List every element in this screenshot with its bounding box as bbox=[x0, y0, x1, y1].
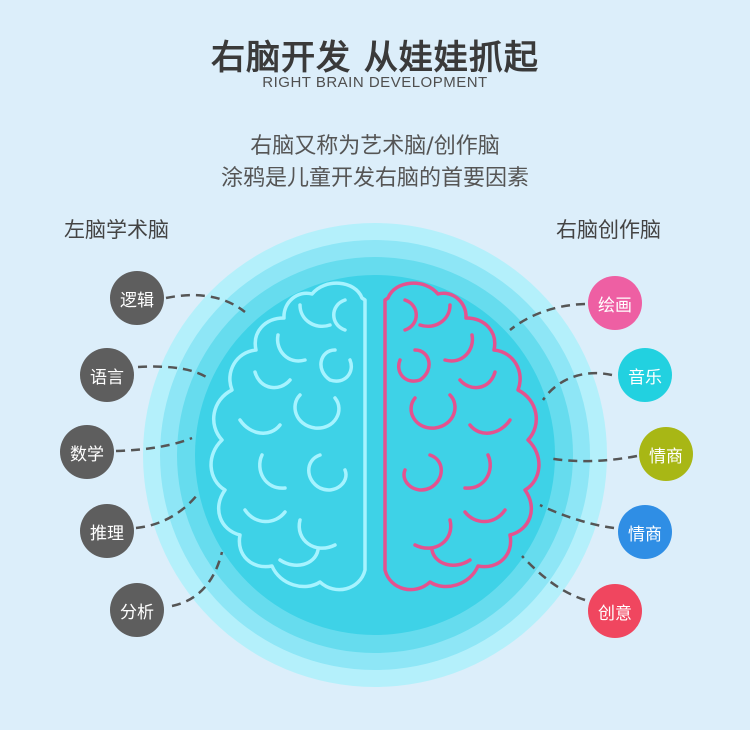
connector-logic bbox=[165, 293, 246, 313]
right-node-label: 情商 bbox=[649, 446, 683, 467]
right-node-creativity: 创意 bbox=[588, 584, 642, 638]
connector-language bbox=[137, 365, 209, 380]
right-node-label: 绘画 bbox=[598, 295, 632, 316]
left-node-reasoning: 推理 bbox=[80, 504, 134, 558]
connector-eq-2 bbox=[539, 503, 615, 530]
connector-reasoning bbox=[135, 493, 199, 530]
page-subtitle: RIGHT BRAIN DEVELOPMENT bbox=[262, 74, 488, 91]
left-node-label: 分析 bbox=[120, 602, 154, 623]
right-node-music: 音乐 bbox=[618, 348, 672, 402]
circle-core bbox=[195, 275, 555, 635]
left-node-label: 逻辑 bbox=[120, 290, 154, 311]
right-node-label: 创意 bbox=[598, 603, 632, 624]
connector-eq-1 bbox=[547, 454, 638, 463]
connector-painting bbox=[509, 302, 586, 331]
right-node-label: 情商 bbox=[628, 524, 662, 545]
left-node-label: 数学 bbox=[70, 444, 104, 465]
left-node-label: 语言 bbox=[90, 367, 124, 388]
left-node-math: 数学 bbox=[60, 425, 114, 479]
left-node-logic: 逻辑 bbox=[110, 271, 164, 325]
connector-analysis bbox=[171, 551, 224, 608]
left-node-language: 语言 bbox=[80, 348, 134, 402]
page-title: 右脑开发 从娃娃抓起 bbox=[211, 38, 539, 78]
right-brain-heading: 右脑创作脑 bbox=[556, 218, 661, 242]
right-node-eq-2: 情商 bbox=[618, 505, 672, 559]
left-brain-heading: 左脑学术脑 bbox=[64, 218, 169, 242]
left-node-analysis: 分析 bbox=[110, 583, 164, 637]
description-line-2: 涂鸦是儿童开发右脑的首要因素 bbox=[220, 166, 529, 191]
right-node-label: 音乐 bbox=[628, 367, 662, 388]
right-node-painting: 绘画 bbox=[588, 276, 642, 330]
description-line-1: 右脑又称为艺术脑/创作脑 bbox=[250, 134, 500, 159]
connector-creativity bbox=[521, 555, 586, 602]
left-node-label: 推理 bbox=[90, 523, 124, 544]
left-brain-icon bbox=[209, 281, 367, 592]
right-brain-icon bbox=[383, 281, 541, 592]
right-node-eq-1: 情商 bbox=[639, 427, 693, 481]
